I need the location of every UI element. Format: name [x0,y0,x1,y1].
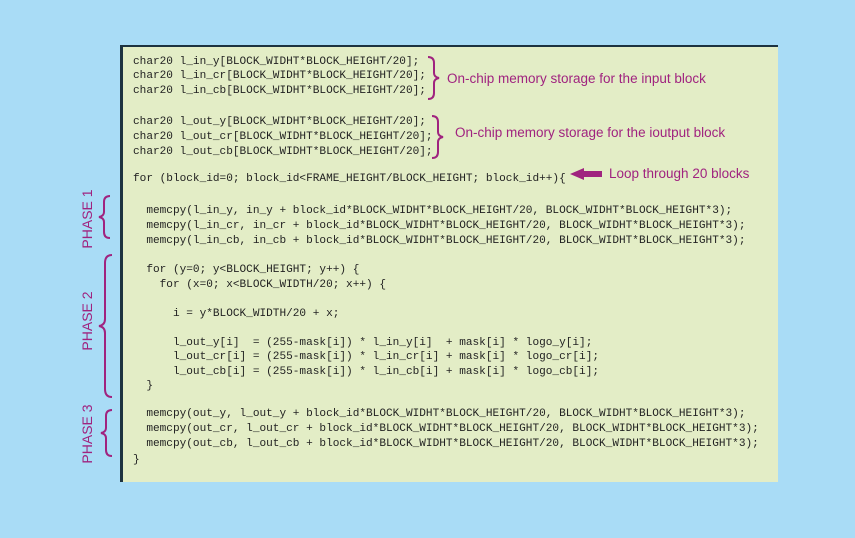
code-line: char20 l_out_cb[BLOCK_WIDHT*BLOCK_HEIGHT… [133,146,433,158]
code-line: memcpy(l_in_cr, in_cr + block_id*BLOCK_W… [133,220,746,232]
code-line: memcpy(l_in_cb, in_cb + block_id*BLOCK_W… [133,235,746,247]
input-brace [427,56,440,100]
code-line: l_out_y[i] = (255-mask[i]) * l_in_y[i] +… [133,337,593,349]
code-line: } [133,380,153,392]
code-line: for (y=0; y<BLOCK_HEIGHT; y++) { [133,264,360,276]
code-line: char20 l_out_y[BLOCK_WIDHT*BLOCK_HEIGHT/… [133,116,426,128]
phase1-brace [98,195,111,239]
phase-2-label: PHASE 2 [79,291,95,351]
code-line: l_out_cr[i] = (255-mask[i]) * l_in_cr[i]… [133,351,600,363]
code-line: char20 l_in_cb[BLOCK_WIDHT*BLOCK_HEIGHT/… [133,85,426,97]
code-line: i = y*BLOCK_WIDTH/20 + x; [133,308,340,320]
code-line: char20 l_out_cr[BLOCK_WIDHT*BLOCK_HEIGHT… [133,131,433,143]
code-line: char20 l_in_y[BLOCK_WIDHT*BLOCK_HEIGHT/2… [133,56,420,68]
phase-3-label: PHASE 3 [79,404,95,464]
input-annotation: On-chip memory storage for the input blo… [447,71,706,86]
code-line: } [133,454,140,466]
code-line: l_out_cb[i] = (255-mask[i]) * l_in_cb[i]… [133,366,600,378]
code-line: memcpy(out_cb, l_out_cb + block_id*BLOCK… [133,438,759,450]
loop-annotation: Loop through 20 blocks [609,166,750,181]
left-arrow-icon [570,168,602,180]
code-line: for (x=0; x<BLOCK_WIDTH/20; x++) { [133,279,386,291]
code-line: memcpy(l_in_y, in_y + block_id*BLOCK_WID… [133,205,733,217]
code-line: memcpy(out_y, l_out_y + block_id*BLOCK_W… [133,408,746,420]
phase2-brace [98,254,113,398]
code-line: for (block_id=0; block_id<FRAME_HEIGHT/B… [133,173,566,185]
code-line: memcpy(out_cr, l_out_cr + block_id*BLOCK… [133,423,759,435]
code-box [120,45,778,482]
code-line: char20 l_in_cr[BLOCK_WIDHT*BLOCK_HEIGHT/… [133,70,426,82]
output-brace [431,115,444,159]
phase-1-label: PHASE 1 [79,189,95,249]
output-annotation: On-chip memory storage for the ioutput b… [455,125,726,140]
phase3-brace [100,409,113,457]
